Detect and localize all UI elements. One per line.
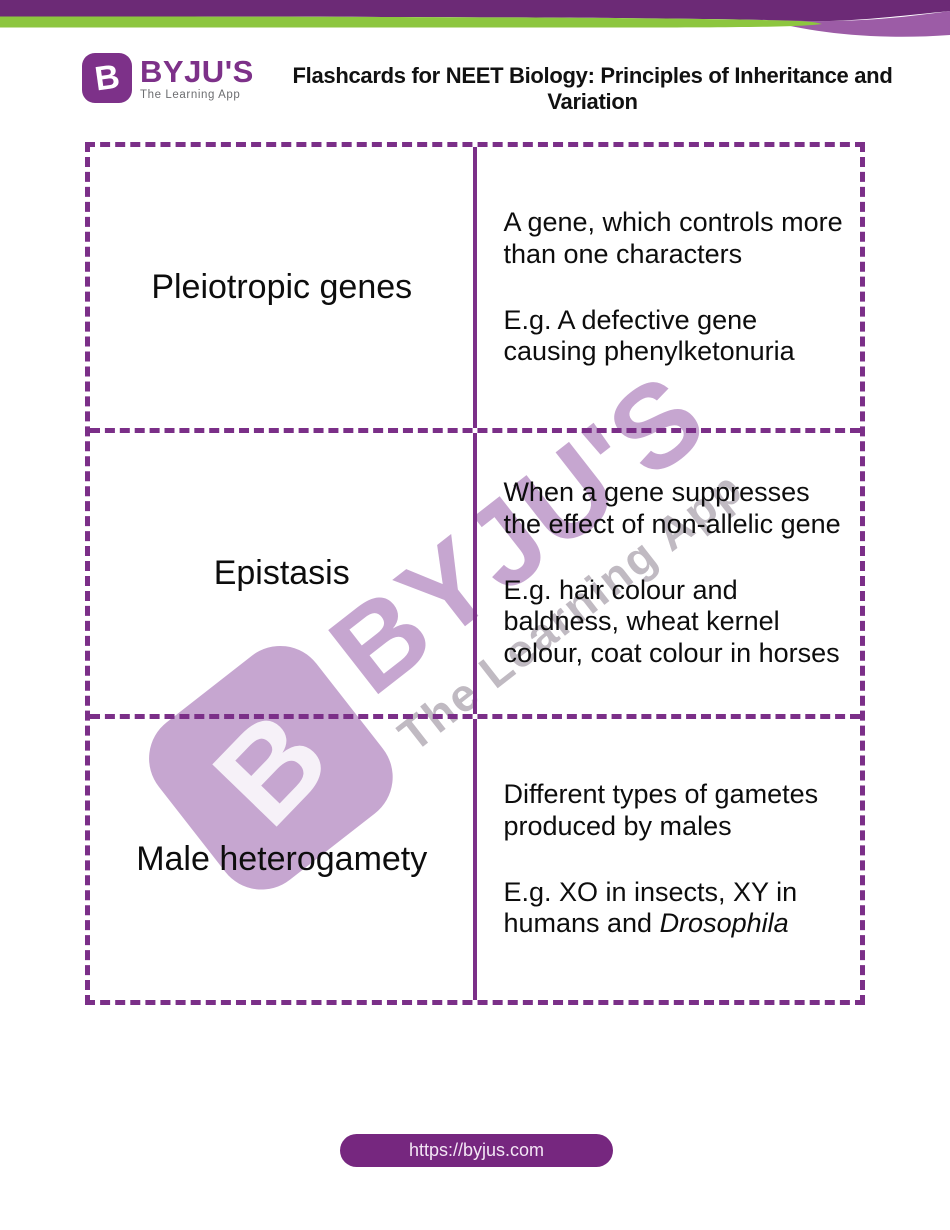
flashcard-definition: A gene, which controls more than one cha… [503,206,843,269]
flashcard-definition-cell: Different types of gametes produced by m… [473,719,860,1000]
flashcard-example: E.g. A defective gene causing phenylketo… [503,305,854,369]
flashcard-table: Pleiotropic genes A gene, which controls… [85,142,865,1005]
flashcard-row: Epistasis When a gene suppresses the eff… [90,428,860,714]
flashcard-definition: When a gene suppresses the effect of non… [503,476,841,539]
example-italic-text: Drosophila [659,908,789,939]
byjus-logo: B BYJU'S The Learning App [82,50,254,106]
flashcard-definition-cell: A gene, which controls more than one cha… [473,147,860,428]
header-green-bar [0,16,822,28]
header-light-purple-swoosh [760,11,950,37]
flashcard-definition-cell: When a gene suppresses the effect of non… [473,433,860,714]
flashcard-example: E.g. hair colour and baldness, wheat ker… [503,575,854,671]
page-title: Flashcards for NEET Biology: Principles … [292,63,893,114]
badge-letter: B [92,56,122,99]
brand-tagline: The Learning App [140,88,241,101]
example-text: E.g. A defective gene causing phenylketo… [503,304,795,367]
flashcard-term: Epistasis [213,554,350,592]
example-text: E.g. hair colour and baldness, wheat ker… [503,574,840,669]
flashcard-term: Pleiotropic genes [151,268,413,306]
flashcard-row: Male heterogamety Different types of gam… [90,714,860,1000]
flashcard-row: Pleiotropic genes A gene, which controls… [90,147,860,428]
byjus-badge-icon: B [82,53,132,103]
header-decoration [0,0,950,37]
flashcard-example: E.g. XO in insects, XY in humans and Dro… [503,877,854,941]
byjus-url-button[interactable]: https://byjus.com [340,1134,613,1167]
brand-name: BYJU'S [140,53,254,89]
example-text: E.g. XO in insects, XY in humans and [503,876,798,939]
flashcard-definition: Different types of gametes produced by m… [503,778,819,841]
header-dark-purple-bar [0,0,950,22]
flashcard-term: Male heterogamety [136,840,428,878]
